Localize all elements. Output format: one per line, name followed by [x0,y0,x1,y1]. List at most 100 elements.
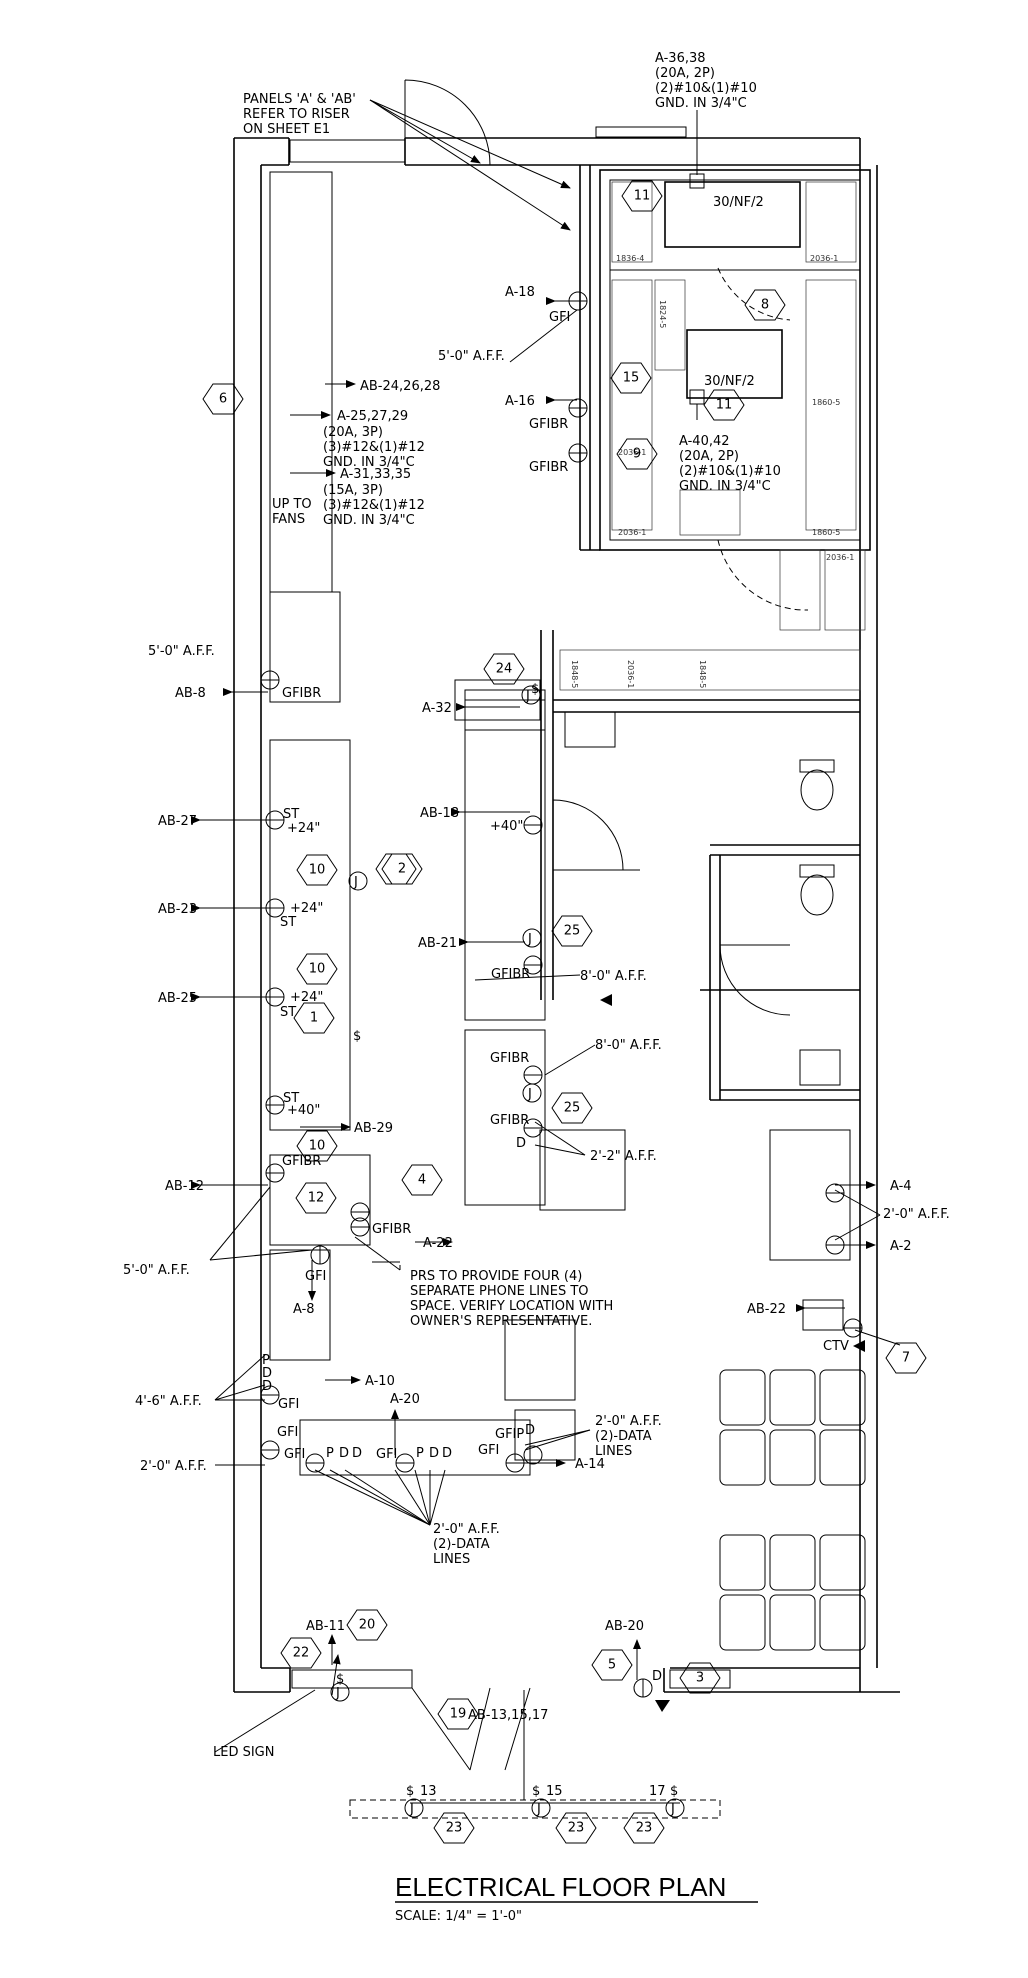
note-data-bottom: (2)-DATA [433,1537,490,1552]
device-label-st: ST [280,1005,296,1020]
device-label-j: J [335,1686,340,1701]
tag-4: 4 [418,1173,426,1188]
tag-23: 23 [636,1821,653,1836]
tag-2: 2 [398,862,406,877]
device-label-gfibr: GFIBR [490,1051,529,1066]
switch-label-15: 15 [546,1784,563,1799]
note-data-bottom: LINES [433,1552,470,1567]
device-label-j: J [353,875,358,890]
height-label: 4'-6" A.F.F. [135,1394,202,1409]
shelf-label: 2036-1 [810,254,838,263]
device-label-s: $ [406,1784,414,1799]
device-label-d: D [516,1136,526,1151]
height-label: 5'-0" A.F.F. [123,1263,190,1278]
wiring-lines [191,99,901,1804]
shelf-label: 2036-1 [618,448,646,457]
note-hood-b: (15A, 3P) [323,483,383,498]
device-label-plus-40: +40" [287,1103,320,1118]
device-label-s: $ [336,1672,344,1687]
shelf-label: 1848-5 [698,660,707,688]
switch-label-17: 17 [649,1784,666,1799]
tag-19: 19 [450,1707,467,1722]
device-label-j: J [670,1802,675,1817]
height-label: 2'-0" A.F.F. [140,1459,207,1474]
tag-9: 9 [633,447,641,462]
tag-8: 8 [761,298,769,313]
tag-7: 7 [902,1351,910,1366]
circuit-ab-13: AB-13,15,17 [468,1708,548,1723]
tag-15: 15 [623,371,640,386]
tag-12: 12 [308,1191,325,1206]
note-panels: REFER TO RISER [243,107,350,122]
device-label-p: P [262,1353,270,1368]
device-label-gfi: GFI [277,1425,298,1440]
note-hood-b: GND. IN 3/4"C [323,513,415,528]
tag-10: 10 [309,1139,326,1154]
circuit-a-8: A-8 [293,1302,315,1317]
device-label-j: J [525,689,530,704]
device-label-plus-40: +40" [490,819,523,834]
device-label-j: J [536,1802,541,1817]
device-label-gfi: GFI [284,1447,305,1462]
cooler-label-top: 30/NF/2 [713,195,764,210]
device-label-gfi: GFI [305,1269,326,1284]
circuit-ab-20: AB-20 [605,1619,644,1634]
tag-25: 25 [564,924,581,939]
tag-23: 23 [568,1821,585,1836]
tag-24: 24 [496,662,513,677]
height-label: 8'-0" A.F.F. [580,969,647,984]
circuit-ab-22: AB-22 [747,1302,786,1317]
note-prs: SPACE. VERIFY LOCATION WITH [410,1299,613,1314]
cooler-shelving [559,181,866,691]
device-label-st: ST [283,807,299,822]
device-label-j: J [409,1802,414,1817]
device-label-s: $ [531,682,539,697]
device-label-j: J [527,932,532,947]
note-prs: OWNER'S REPRESENTATIVE. [410,1314,592,1329]
device-label-j: J [527,1087,532,1102]
hex-tags [202,180,927,1844]
note-data-right: LINES [595,1444,632,1459]
device-label-s: $ [670,1784,678,1799]
note-hood-a: GND. IN 3/4"C [323,455,415,470]
device-label-plus-24: +24" [290,990,323,1005]
device-label-d: D [262,1379,272,1394]
note-hood-b: (3)#12&(1)#12 [323,498,425,513]
tag-20: 20 [359,1618,376,1633]
shelf-label: 1848-5 [570,660,579,688]
plan-scale: SCALE: 1/4" = 1'-0" [395,1909,522,1924]
plan-title: ELECTRICAL FLOOR PLAN [395,1872,726,1902]
circuit-ab-24: AB-24,26,28 [360,379,440,394]
note-hood-a: (3)#12&(1)#12 [323,440,425,455]
note-circuit-top: A-36,38 [655,51,706,66]
note-data-right: 2'-0" A.F.F. [595,1414,662,1429]
shelf-label: 2036-1 [826,553,854,562]
height-label: 5'-0" A.F.F. [438,349,505,364]
device-label-p: P [416,1446,424,1461]
note-led-sign: LED SIGN [213,1745,274,1760]
circuit-a-22: A-22 [423,1236,453,1251]
circuit-ab-21: AB-21 [418,936,457,951]
note-prs: PRS TO PROVIDE FOUR (4) [410,1269,582,1284]
circuit-ab-12: AB-12 [165,1179,204,1194]
building-walls [233,79,900,1819]
device-label-st: ST [280,915,296,930]
shelf-label: 2036-1 [626,660,635,688]
receptacle-devices [260,291,865,1712]
shelf-label: 1824-5 [658,300,667,328]
note-circuit-top: (20A, 2P) [655,66,715,81]
height-label: 5'-0" A.F.F. [148,644,215,659]
device-label-gfi: GFI [478,1443,499,1458]
note-circuit-top: GND. IN 3/4"C [655,96,747,111]
height-label: 2'-2" A.F.F. [590,1149,657,1164]
shelf-label: 1860-5 [812,528,840,537]
junction-boxes [330,685,685,1818]
circuit-ab-27: AB-27 [158,814,197,829]
device-label-gfibr: GFIBR [282,686,321,701]
circuit-ab-11: AB-11 [306,1619,345,1634]
dining-tables [719,1369,866,1651]
device-label-st: ST [283,1091,299,1106]
circuit-a-2: A-2 [890,1239,912,1254]
tag-3: 3 [696,1671,704,1686]
device-label-plus-24: +24" [290,901,323,916]
